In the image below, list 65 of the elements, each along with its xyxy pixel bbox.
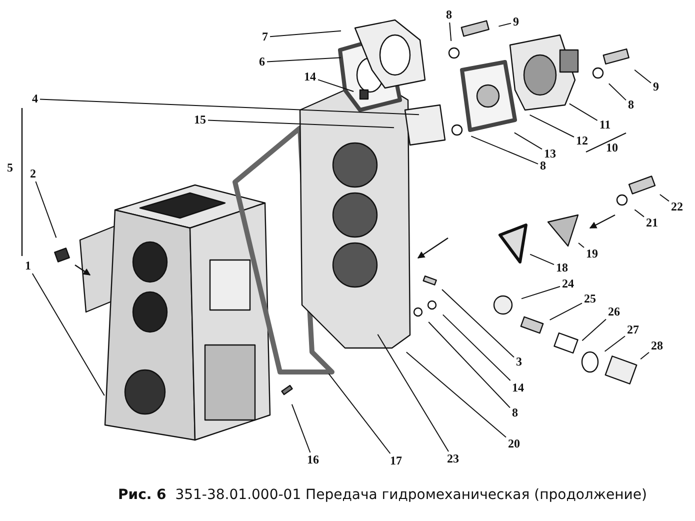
callout-number: 15 bbox=[194, 114, 206, 126]
callout-number: 17 bbox=[390, 454, 402, 468]
leader-line bbox=[428, 322, 510, 408]
callout-number: 8 bbox=[540, 160, 546, 172]
leader-line bbox=[549, 302, 582, 320]
leader-line bbox=[442, 289, 514, 358]
leader-line bbox=[270, 30, 342, 38]
leader-line bbox=[328, 373, 391, 454]
callout-number: 7 bbox=[262, 30, 268, 44]
callout-number: 13 bbox=[544, 148, 556, 160]
leader-line bbox=[470, 136, 538, 164]
callout-number: 26 bbox=[608, 306, 620, 318]
callout-number: 9 bbox=[653, 80, 659, 94]
leader-line bbox=[498, 22, 512, 27]
leader-line bbox=[608, 83, 626, 101]
callout-number: 18 bbox=[556, 262, 568, 274]
leader-line bbox=[35, 181, 57, 238]
callout-number: 12 bbox=[576, 134, 588, 148]
callout-number: 1 bbox=[25, 260, 31, 272]
leader-line bbox=[266, 57, 342, 62]
leader-line bbox=[529, 114, 574, 138]
leader-line bbox=[634, 209, 644, 218]
callout-number: 8 bbox=[446, 8, 452, 22]
callout-number: 19 bbox=[586, 248, 598, 260]
callout-number: 24 bbox=[562, 278, 574, 290]
leader-line bbox=[578, 242, 584, 248]
leader-line bbox=[40, 98, 420, 116]
leader-line bbox=[442, 314, 511, 381]
callout-number: 10 bbox=[606, 142, 618, 154]
figure-caption: Рис. 6 351-38.01.000-01 Передача гидромеханическая (продолжение) bbox=[118, 487, 647, 503]
callout-number: 14 bbox=[512, 382, 524, 394]
callout-number: 27 bbox=[627, 324, 639, 336]
callout-number: 8 bbox=[628, 98, 634, 112]
leader-line bbox=[32, 273, 105, 396]
callout-number: 25 bbox=[584, 292, 596, 306]
callout-number: 2 bbox=[30, 168, 36, 180]
leader-line bbox=[291, 404, 311, 453]
leader-line bbox=[406, 352, 506, 438]
leader-line bbox=[530, 254, 554, 266]
leader-line bbox=[604, 336, 626, 352]
callout-number: 9 bbox=[513, 16, 519, 28]
leader-line bbox=[521, 286, 560, 300]
leader-line bbox=[582, 318, 606, 342]
callout-number: 20 bbox=[508, 438, 520, 450]
callout-number: 11 bbox=[599, 118, 611, 132]
leader-line bbox=[449, 22, 452, 42]
leader-line bbox=[208, 120, 394, 128]
callout-number: 23 bbox=[447, 452, 459, 466]
callout-number: 22 bbox=[671, 200, 683, 214]
callout-number: 14 bbox=[304, 70, 316, 84]
callout-number: 28 bbox=[651, 340, 663, 352]
callout-number: 3 bbox=[516, 356, 522, 368]
callout-number: 6 bbox=[259, 56, 265, 68]
callout-number: 4 bbox=[32, 92, 38, 106]
callout-number: 16 bbox=[307, 454, 319, 466]
leader-line bbox=[640, 352, 650, 360]
callout-number: 21 bbox=[646, 216, 658, 230]
leader-line bbox=[377, 334, 449, 452]
leader-line bbox=[568, 103, 598, 121]
callout-number: 8 bbox=[512, 406, 518, 420]
leader-line bbox=[634, 69, 652, 84]
leader-line bbox=[318, 79, 354, 92]
callout-number: 5 bbox=[7, 162, 13, 174]
leader-line bbox=[659, 194, 670, 202]
leader-line bbox=[514, 132, 542, 150]
